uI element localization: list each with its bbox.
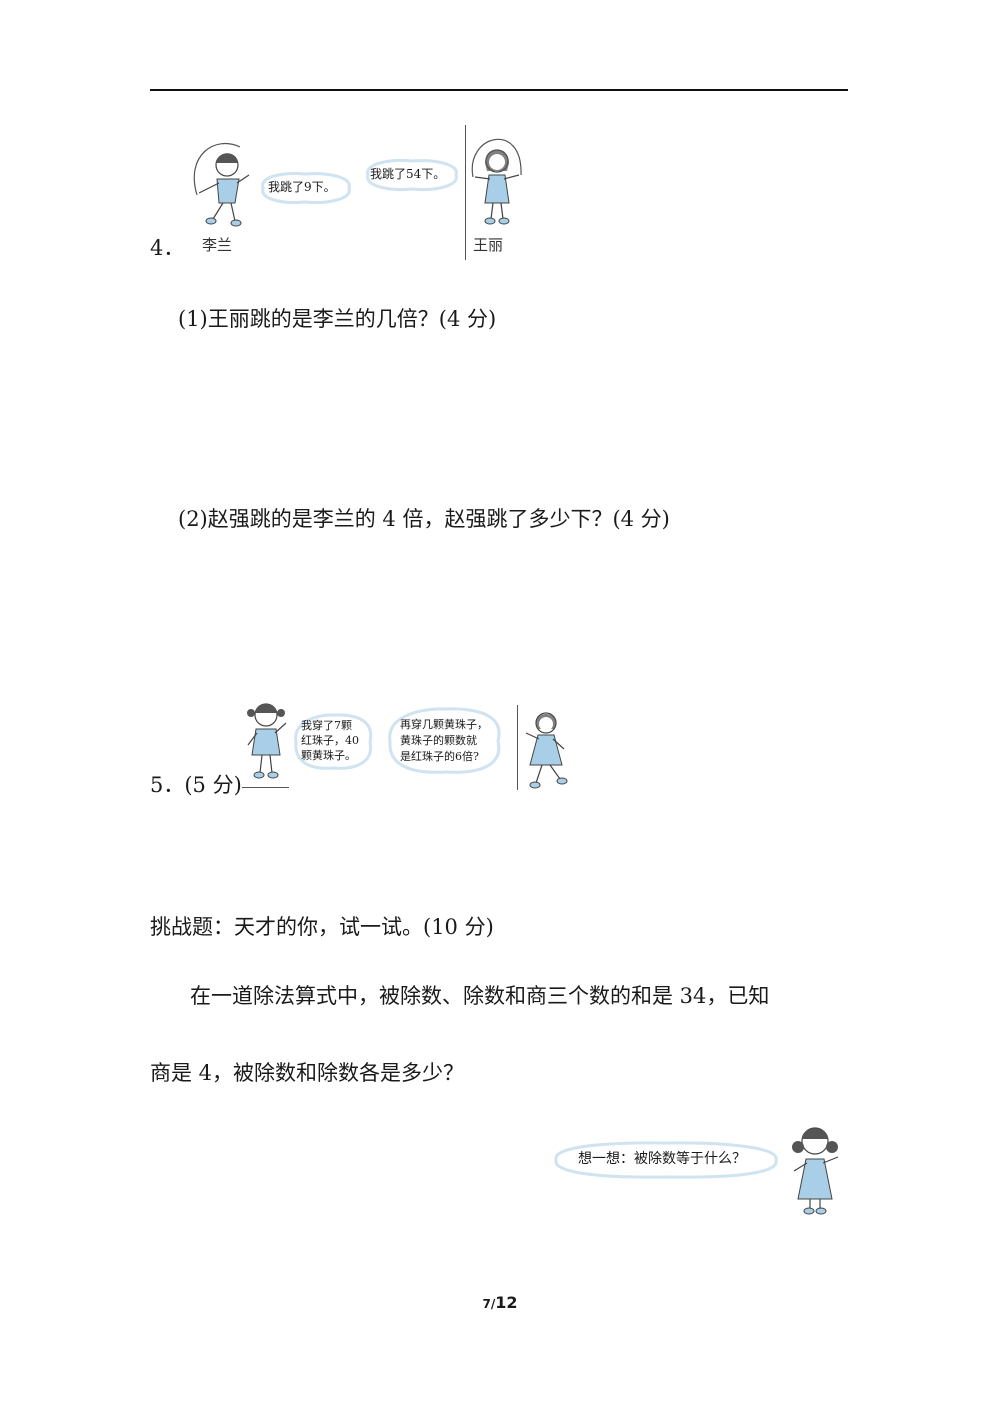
q5-girl2-line: 是红珠子的6倍? — [400, 750, 479, 763]
q5-girl2-line: 再穿几颗黄珠子， — [400, 718, 488, 731]
q4-sub1: (1)王丽跳的是李兰的几倍？(4 分) — [178, 307, 497, 331]
q5-girl1-text: 我穿了7颗 红珠子，40 颗黄珠子。 — [301, 718, 359, 763]
q5-girl1-bubble — [294, 713, 373, 770]
q5-girl2-line: 黄珠子的颗数就 — [400, 734, 477, 747]
q4-sub2: (2)赵强跳的是李兰的 4 倍，赵强跳了多少下？(4 分) — [178, 507, 670, 531]
page-current: 7/ — [482, 1297, 496, 1311]
hint-speech-bubble — [554, 1141, 778, 1179]
q5-girl2-bubble — [388, 707, 501, 774]
challenge-title: 挑战题：天才的你，试一试。(10 分) — [150, 915, 494, 939]
lilan-figure — [193, 142, 250, 227]
divider-line — [465, 125, 466, 260]
q5-girl2-figure — [525, 712, 568, 789]
q5-underline — [242, 787, 289, 788]
q5-girl2-text: 再穿几颗黄珠子， 黄珠子的颗数就 是红珠子的6倍? — [400, 717, 488, 765]
page-number: 7/12 — [0, 1293, 1000, 1312]
wangli-speech-text: 我跳了54下。 — [370, 167, 446, 181]
header-rule — [150, 89, 848, 91]
q5-girl1-line: 红珠子，40 — [301, 734, 359, 747]
q4-number: 4． — [150, 236, 185, 260]
q5-divider-line — [517, 705, 518, 790]
lilan-name-label: 李兰 — [202, 236, 233, 254]
q5-girl1-line: 颗黄珠子。 — [301, 749, 356, 762]
hint-text: 想一想：被除数等于什么？ — [578, 1151, 746, 1167]
q5-number: 5．(5 分) — [150, 773, 242, 797]
lilan-speech-bubble — [261, 172, 351, 204]
q5-girl1-figure — [247, 703, 287, 779]
page-total: 12 — [495, 1293, 518, 1312]
wangli-speech-bubble — [366, 159, 458, 191]
wangli-figure — [471, 138, 522, 225]
wangli-name-label: 王丽 — [473, 236, 504, 254]
challenge-line2: 商是 4，被除数和除数各是多少？ — [150, 1061, 465, 1085]
q5-girl1-line: 我穿了7颗 — [301, 719, 352, 732]
challenge-line1: 在一道除法算式中，被除数、除数和商三个数的和是 34，已知 — [190, 984, 770, 1008]
lilan-speech-text: 我跳了9下。 — [268, 180, 336, 194]
hint-girl-figure — [792, 1127, 839, 1215]
